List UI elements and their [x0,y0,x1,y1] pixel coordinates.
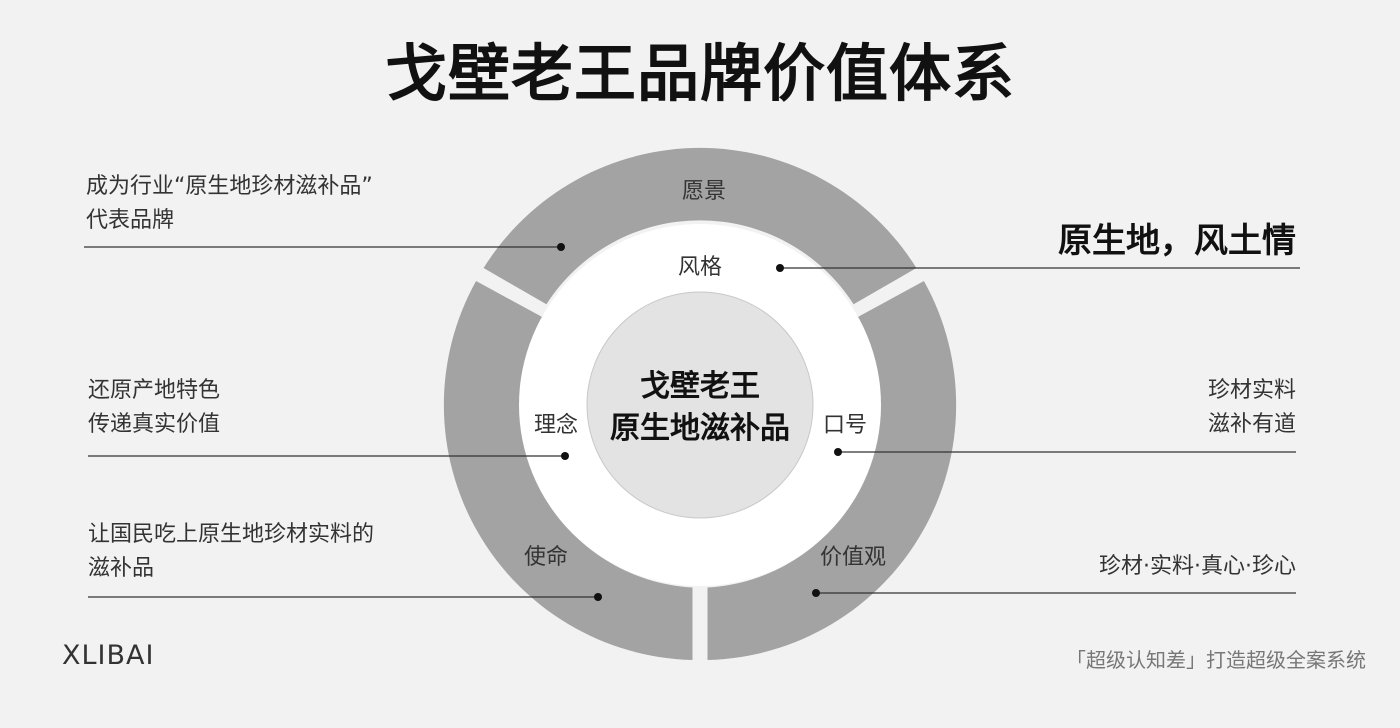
style-annotation: 原生地，风土情 [1058,221,1296,261]
values-annotation: 珍材·实料·真心·珍心 [1099,554,1296,579]
values-label: 价值观 [820,545,886,570]
mission-annotation-line-1: 让国民吃上原生地珍材实料的 [88,522,375,547]
mission-annotation-line-2: 滋补品 [88,556,155,581]
vision-label: 愿景 [682,179,726,204]
concept-annotation: 还原产地特色 传递真实价值 [88,374,220,442]
center-title: 戈壁老王 [640,369,760,404]
center-subtitle: 原生地滋补品 [610,411,790,446]
brand-logo: XLIBAI [62,640,155,671]
outer-segment-values [707,281,957,660]
page-title: 戈壁老王品牌价值体系 [384,37,1015,110]
footer-tagline: 「超级认知差」打造超级全案系统 [1066,648,1366,672]
leader-dot-values [812,589,820,597]
slogan-annotation-line-1: 珍材实料 [1207,378,1296,403]
outer-segment-vision [483,147,917,305]
concept-annotation-line-1: 还原产地特色 [88,378,221,403]
vision-annotation-line-1: 成为行业“原生地珍材滋补品” [86,174,373,199]
leader-dot-mission [594,593,602,601]
center-disc [586,291,814,519]
leader-dot-concept [561,452,569,460]
leader-dot-style [776,264,784,272]
mission-label: 使命 [524,545,568,570]
leader-dot-vision [557,243,565,251]
style-label: 风格 [678,255,722,280]
slogan-annotation: 珍材实料 滋补有道 [1208,374,1296,442]
concept-label: 理念 [534,413,578,438]
outer-segment-mission [443,281,693,660]
concept-annotation-line-2: 传递真实价值 [88,412,221,437]
slogan-label: 口号 [823,413,867,438]
leader-dot-slogan [834,448,842,456]
vision-annotation-line-2: 代表品牌 [86,208,175,233]
vision-annotation: 成为行业“原生地珍材滋补品” 代表品牌 [86,170,373,238]
slogan-annotation-line-2: 滋补有道 [1207,412,1296,437]
mission-annotation: 让国民吃上原生地珍材实料的 滋补品 [88,518,374,586]
